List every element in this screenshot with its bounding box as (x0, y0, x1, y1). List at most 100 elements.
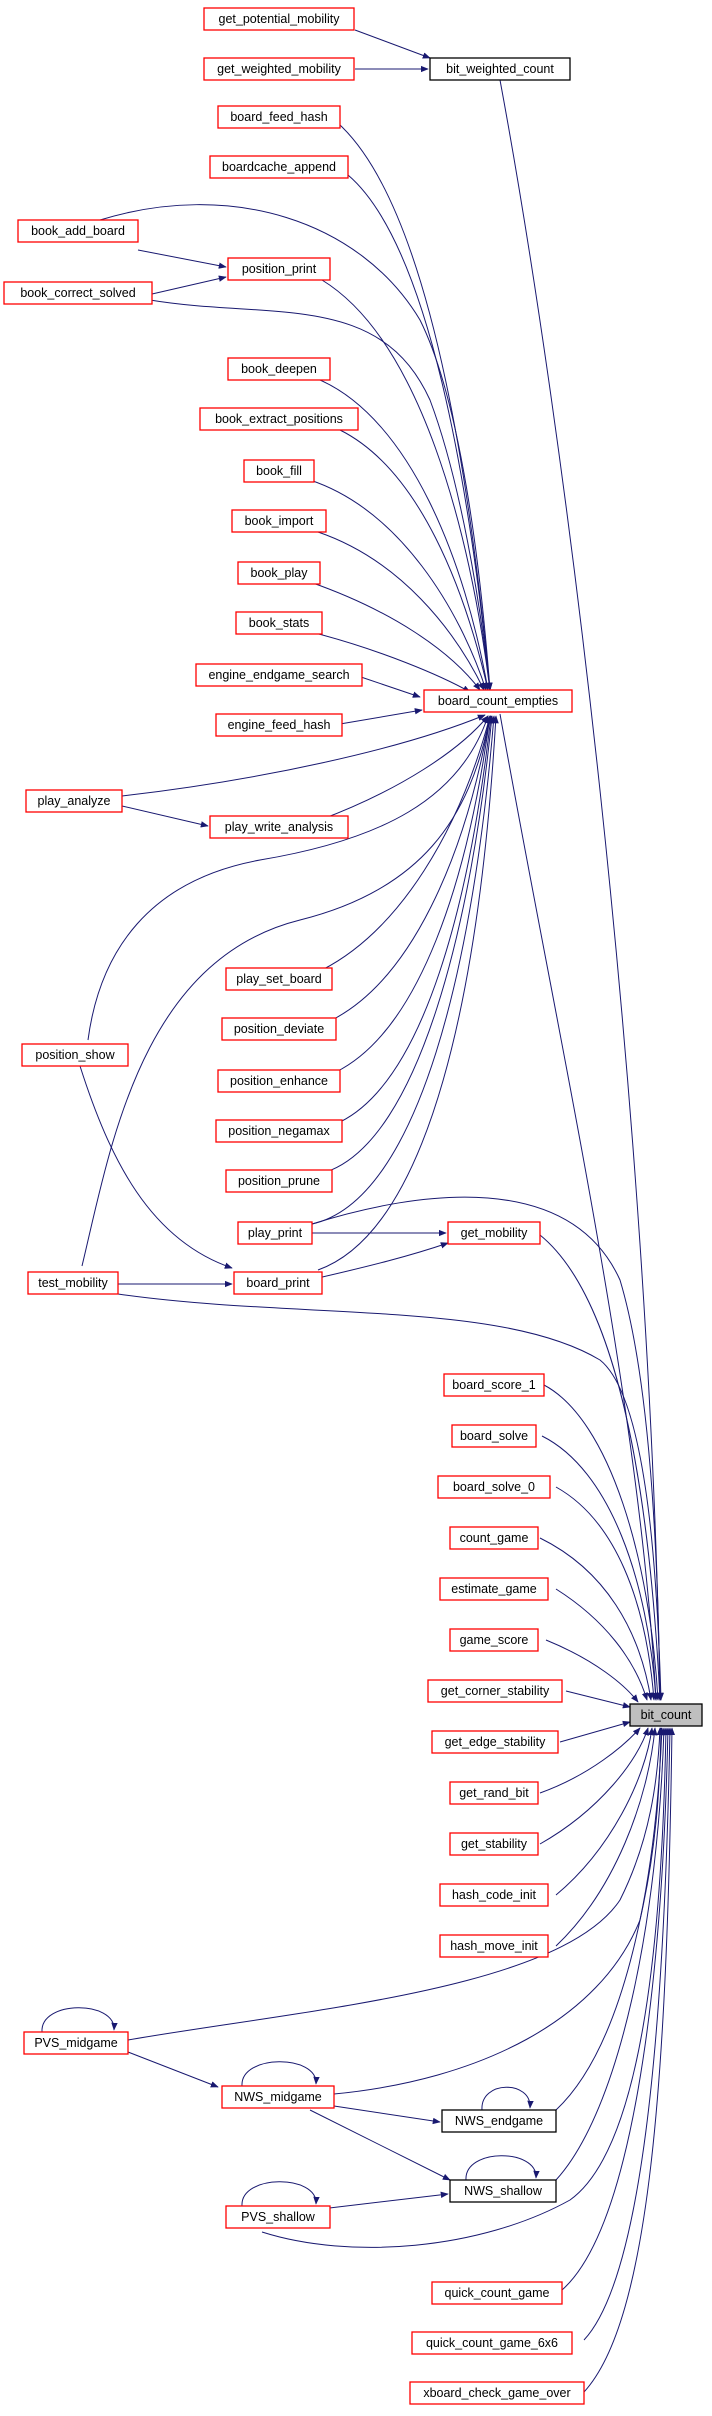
node-book-add-board[interactable]: book_add_board (17, 219, 139, 243)
node-position-deviate[interactable]: position_deviate (221, 1017, 337, 1041)
edge-play-analyze-to-play-write-analysis (121, 805, 209, 828)
node-label: book_fill (256, 464, 302, 478)
node-book-deepen[interactable]: book_deepen (227, 357, 331, 381)
node-pvs-midgame[interactable]: PVS_midgame (23, 2031, 129, 2055)
node-label: PVS_midgame (34, 2036, 117, 2050)
node-board-solve-0[interactable]: board_solve_0 (437, 1475, 551, 1499)
node-position-prune[interactable]: position_prune (225, 1169, 333, 1193)
node-board-count-empties[interactable]: board_count_empties (423, 689, 573, 713)
edge-pvs-midgame-to-bit-count (127, 1727, 663, 2041)
node-label: position_enhance (230, 1074, 328, 1088)
edge-game-score-to-bit-count (545, 1639, 639, 1703)
edge-position-negamax-to-board-count-empties (339, 715, 494, 1123)
node-board-solve[interactable]: board_solve (451, 1424, 537, 1448)
edge-play-print-to-bit-count (311, 1196, 664, 1701)
node-xboard-check-game-over[interactable]: xboard_check_game_over (409, 2381, 585, 2405)
node-board-print[interactable]: board_print (233, 1271, 323, 1295)
node-nws-midgame[interactable]: NWS_midgame (221, 2085, 335, 2109)
node-label: get_mobility (461, 1226, 528, 1240)
node-hash-move-init[interactable]: hash_move_init (439, 1934, 549, 1958)
edge-boardcache-append-to-board-count-empties (347, 174, 493, 691)
node-engine-endgame-search[interactable]: engine_endgame_search (195, 663, 363, 687)
edge-nws-midgame-self-loop (241, 2061, 320, 2087)
node-quick-count-game[interactable]: quick_count_game (431, 2281, 563, 2305)
node-get-rand-bit[interactable]: get_rand_bit (449, 1781, 539, 1805)
edge-book-correct-solved-to-board-count-empties (149, 299, 493, 691)
node-get-corner-stability[interactable]: get_corner_stability (427, 1679, 563, 1703)
edge-board-score-1-to-bit-count (543, 1384, 661, 1701)
edge-count-game-to-bit-count (539, 1537, 654, 1701)
node-position-print[interactable]: position_print (227, 257, 331, 281)
node-label: position_negamax (228, 1124, 330, 1138)
node-estimate-game[interactable]: estimate_game (439, 1577, 549, 1601)
node-label: get_edge_stability (445, 1735, 547, 1749)
node-nws-endgame[interactable]: NWS_endgame (441, 2109, 557, 2133)
edge-book-add-board-to-board-count-empties (99, 204, 493, 691)
node-book-fill[interactable]: book_fill (243, 459, 315, 483)
node-label: quick_count_game (445, 2286, 550, 2300)
node-get-stability[interactable]: get_stability (449, 1832, 539, 1856)
edge-book-deepen-to-board-count-empties (319, 379, 490, 691)
node-get-edge-stability[interactable]: get_edge_stability (431, 1730, 559, 1754)
node-hash-code-init[interactable]: hash_code_init (439, 1883, 549, 1907)
edge-get-stability-to-bit-count (539, 1727, 649, 1845)
node-board-feed-hash[interactable]: board_feed_hash (217, 105, 341, 129)
edge-play-analyze-to-board-count-empties (121, 714, 486, 797)
node-bit-weighted-count[interactable]: bit_weighted_count (429, 57, 571, 81)
edge-board-print-to-board-count-empties (317, 715, 499, 1271)
node-position-enhance[interactable]: position_enhance (217, 1069, 341, 1093)
node-book-extract-positions[interactable]: book_extract_positions (199, 407, 359, 431)
edge-xboard-check-game-over-to-bit-count (583, 1727, 676, 2393)
node-boardcache-append[interactable]: boardcache_append (209, 155, 349, 179)
node-bit-count[interactable]: bit_count (629, 1703, 703, 1727)
edge-quick-count-game-6x6-to-bit-count (583, 1727, 674, 2341)
node-label: NWS_midgame (234, 2090, 322, 2104)
edge-nws-midgame-to-bit-count (333, 1727, 665, 2095)
node-book-correct-solved[interactable]: book_correct_solved (3, 281, 153, 305)
edge-book-extract-positions-to-board-count-empties (339, 429, 490, 691)
edge-pvs-shallow-self-loop (241, 2181, 320, 2207)
node-label: book_deepen (241, 362, 317, 376)
node-quick-count-game-6x6[interactable]: quick_count_game_6x6 (411, 2331, 573, 2355)
node-label: get_stability (461, 1837, 528, 1851)
node-play-set-board[interactable]: play_set_board (225, 967, 333, 991)
node-label: hash_code_init (452, 1888, 537, 1902)
node-position-show[interactable]: position_show (21, 1043, 129, 1067)
node-count-game[interactable]: count_game (449, 1526, 539, 1550)
edge-position-show-to-board-print (79, 1065, 233, 1269)
node-nws-shallow[interactable]: NWS_shallow (449, 2179, 557, 2203)
node-game-score[interactable]: game_score (449, 1628, 539, 1652)
node-book-import[interactable]: book_import (231, 509, 327, 533)
node-label: quick_count_game_6x6 (426, 2336, 558, 2350)
node-get-weighted-mobility[interactable]: get_weighted_mobility (203, 57, 355, 81)
node-engine-feed-hash[interactable]: engine_feed_hash (215, 713, 343, 737)
edge-position-print-to-board-count-empties (321, 279, 493, 691)
edge-board-solve-to-bit-count (541, 1435, 659, 1701)
edge-board-count-empties-to-bit-count (499, 713, 659, 1701)
node-play-analyze[interactable]: play_analyze (25, 789, 123, 813)
node-play-write-analysis[interactable]: play_write_analysis (209, 815, 349, 839)
node-get-mobility[interactable]: get_mobility (447, 1221, 541, 1245)
edge-nws-shallow-self-loop (465, 2155, 540, 2181)
edge-engine-feed-hash-to-board-count-empties (339, 708, 423, 725)
node-label: get_rand_bit (459, 1786, 529, 1800)
edge-position-enhance-to-board-count-empties (335, 715, 493, 1073)
edge-nws-endgame-to-bit-count (555, 1727, 665, 2111)
edge-quick-count-game-to-bit-count (561, 1727, 672, 2291)
node-label: count_game (460, 1531, 529, 1545)
node-label: position_prune (238, 1174, 320, 1188)
node-label: get_weighted_mobility (217, 62, 341, 76)
node-label: board_score_1 (452, 1378, 535, 1392)
node-position-negamax[interactable]: position_negamax (215, 1119, 343, 1143)
node-book-stats[interactable]: book_stats (235, 611, 323, 635)
node-get-potential-mobility[interactable]: get_potential_mobility (203, 7, 355, 31)
node-test-mobility[interactable]: test_mobility (27, 1271, 119, 1295)
edge-nws-midgame-to-nws-endgame (333, 2105, 441, 2125)
edge-get-edge-stability-to-bit-count (559, 1720, 631, 1743)
node-pvs-shallow[interactable]: PVS_shallow (225, 2205, 331, 2229)
node-play-print[interactable]: play_print (237, 1221, 313, 1245)
node-board-score-1[interactable]: board_score_1 (443, 1373, 545, 1397)
node-label: get_corner_stability (441, 1684, 550, 1698)
node-label: estimate_game (451, 1582, 537, 1596)
node-book-play[interactable]: book_play (237, 561, 321, 585)
